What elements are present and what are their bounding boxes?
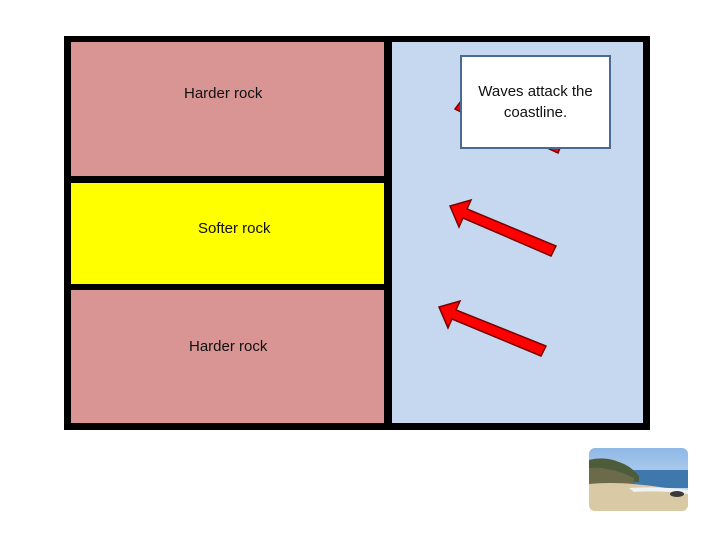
beach-photo-icon [589,448,688,511]
softer-rock-label: Softer rock [198,220,271,237]
softer-rock-block [71,183,384,284]
waves-callout: Waves attack the coastline. [460,55,611,149]
harder-rock-top-block [71,42,384,176]
harder-rock-top-label: Harder rock [184,85,263,102]
wave-direction-arrow-icon [448,198,558,257]
wave-direction-arrow-icon [437,299,548,357]
callout-text: Waves attack the coastline. [478,83,593,121]
harder-rock-bottom-block [71,290,384,423]
harder-rock-bottom-label: Harder rock [189,338,268,355]
